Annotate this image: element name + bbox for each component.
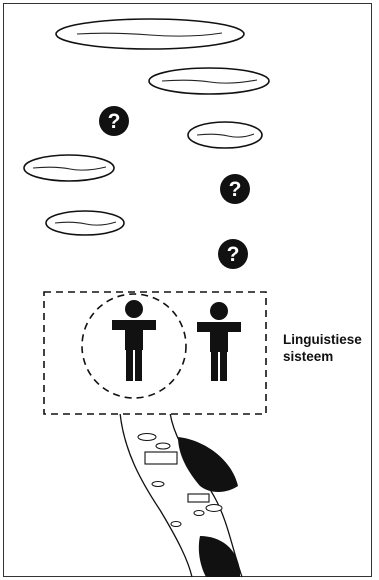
svg-text:?: ? — [229, 178, 242, 201]
question-mark-icon: ? — [218, 239, 248, 269]
small-oval — [151, 481, 165, 487]
small-oval — [170, 521, 182, 527]
small-oval — [193, 510, 205, 516]
word-bubble — [187, 121, 263, 149]
word-bubble — [148, 67, 270, 95]
question-mark-icon: ? — [99, 106, 129, 136]
path-left-edge — [119, 412, 193, 578]
svg-text:?: ? — [108, 110, 121, 133]
question-mark-icon: ? — [220, 174, 250, 204]
system-label-line-1: Linguistiese — [283, 332, 362, 347]
word-bubble — [45, 210, 125, 236]
small-oval — [205, 504, 223, 512]
word-bubble — [23, 154, 115, 182]
person-icon — [112, 300, 156, 381]
small-oval — [137, 433, 157, 441]
page-frame — [3, 3, 372, 577]
person-icon — [197, 302, 241, 381]
word-bubble — [55, 18, 245, 50]
system-label-line-2: sisteem — [283, 349, 334, 364]
winding-path — [119, 412, 243, 578]
person-circle — [81, 293, 187, 399]
small-rectangle — [144, 451, 178, 465]
svg-text:?: ? — [227, 243, 240, 266]
small-rectangle — [187, 493, 210, 503]
dark-blob — [198, 536, 240, 577]
system-box — [43, 291, 267, 415]
dark-blob — [178, 437, 238, 492]
small-oval — [155, 442, 171, 450]
